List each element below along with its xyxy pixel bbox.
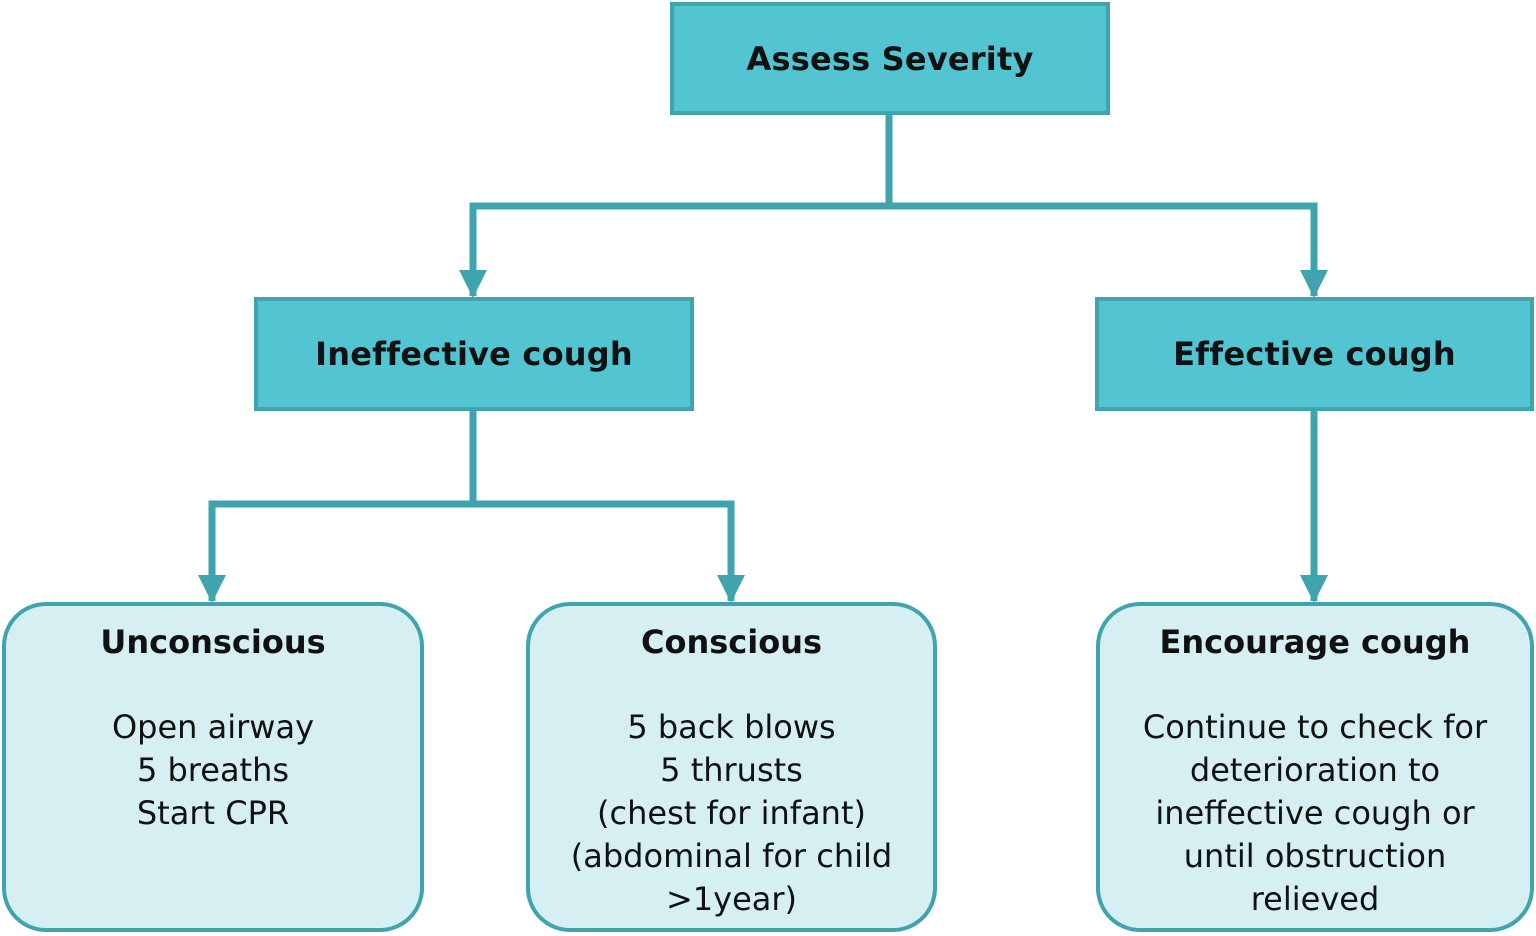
instruction-line: 5 thrusts [660,751,803,789]
edge-ineffective-to-unconscious [198,410,477,603]
node-unconscious: Unconscious Open airway 5 breaths Start … [2,602,424,932]
instruction-line: (chest for infant) [597,794,866,832]
node-effective-cough: Effective cough [1095,297,1534,411]
node-title: Ineffective cough [315,335,633,373]
node-conscious: Conscious 5 back blows 5 thrusts (chest … [526,602,937,932]
node-encourage-cough: Encourage cough Continue to check for de… [1096,602,1534,932]
instruction-line: >1year) [665,880,798,918]
instruction-line: 5 back blows [627,708,836,746]
instruction-line: until obstruction [1183,837,1447,875]
node-title: Assess Severity [746,39,1034,78]
node-ineffective-cough: Ineffective cough [254,297,694,411]
node-title: Conscious [640,623,823,661]
node-title: Unconscious [100,623,326,661]
node-instructions: 5 back blows 5 thrusts (chest for infant… [530,706,933,921]
node-instructions: Open airway 5 breaths Start CPR [6,706,420,835]
instruction-line: 5 breaths [136,751,290,789]
edge-ineffective-to-conscious [469,410,745,603]
instruction-line: (abdominal for child [570,837,893,875]
instruction-line: ineffective cough or [1155,794,1475,832]
node-title: Effective cough [1173,335,1456,373]
instruction-line: Start CPR [136,794,290,832]
instruction-line: Continue to check for [1142,708,1488,746]
edge-assess-to-effective [885,114,1328,298]
node-assess-severity: Assess Severity [670,2,1110,115]
node-instructions: Continue to check for deterioration to i… [1100,706,1530,921]
instruction-line: Open airway [111,708,314,746]
edge-assess-to-ineffective [459,114,893,298]
instruction-line: deterioration to [1189,751,1441,789]
instruction-line: relieved [1250,880,1380,918]
node-title: Encourage cough [1159,623,1471,661]
